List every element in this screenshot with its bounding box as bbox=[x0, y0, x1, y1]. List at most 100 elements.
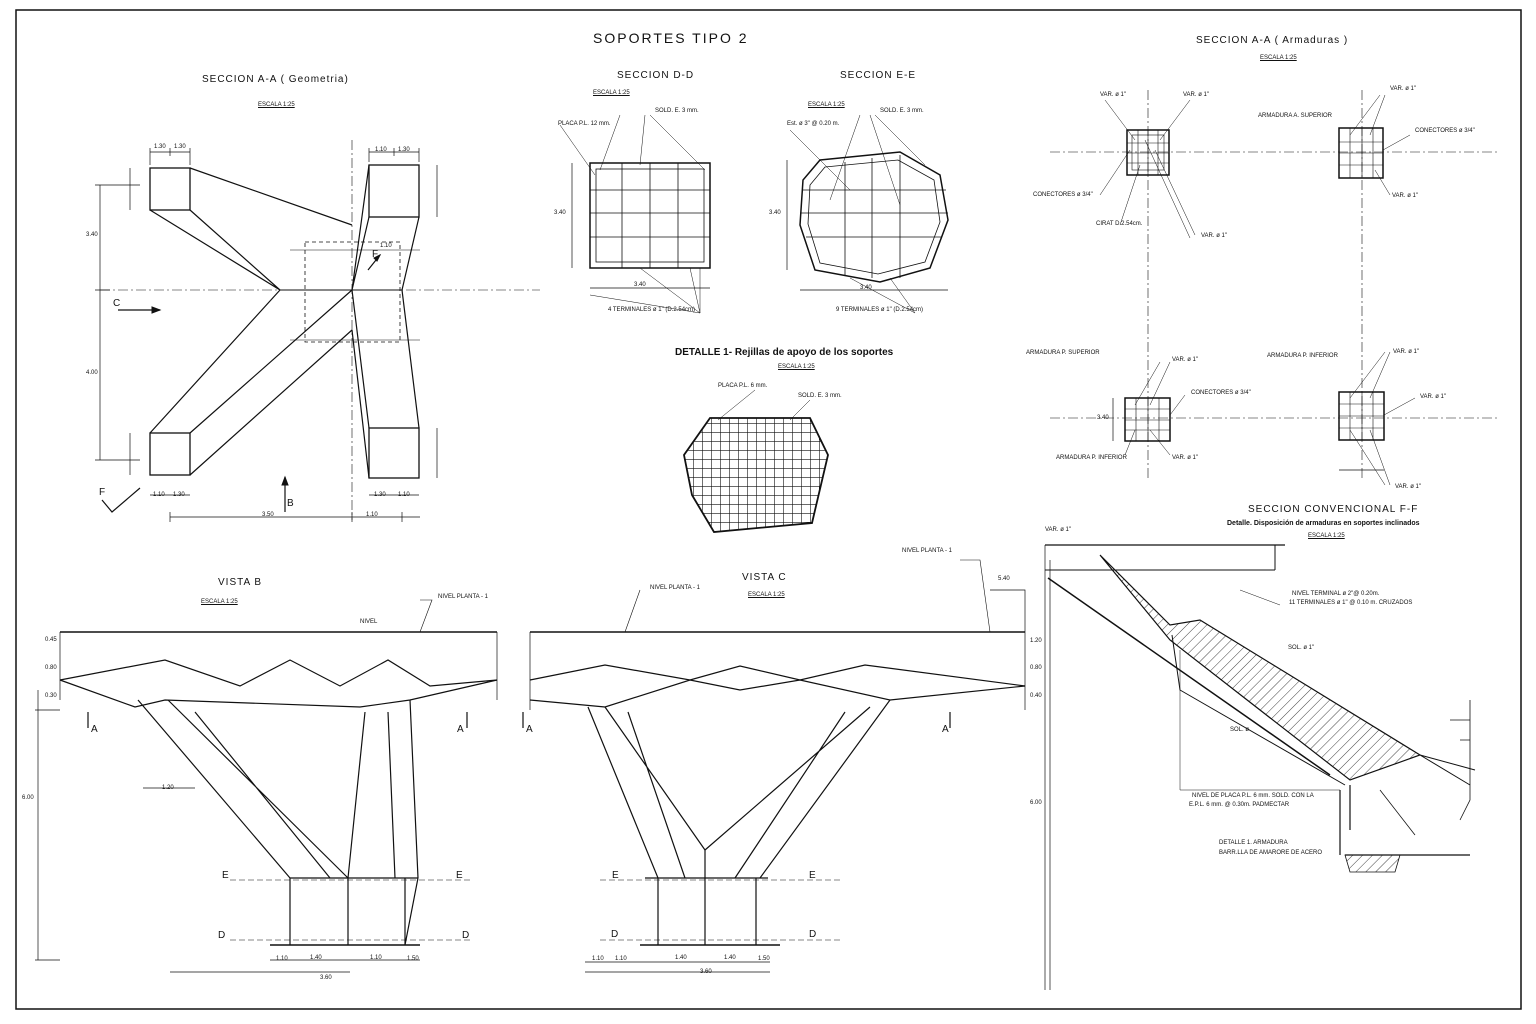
view-seccion-aa-geometria bbox=[95, 140, 540, 522]
dim-label: 1.40 bbox=[724, 955, 736, 961]
sheet-title: SOPORTES TIPO 2 bbox=[593, 30, 749, 46]
dim-label: 3.60 bbox=[320, 975, 332, 981]
dim-label: 1.10 bbox=[592, 956, 604, 962]
section-marker-a: A bbox=[457, 724, 464, 735]
label-armadura: ARMADURA A. SUPERIOR bbox=[1258, 113, 1333, 119]
section-marker-d: D bbox=[611, 929, 619, 940]
vista-b-scale: ESCALA 1:25 bbox=[201, 599, 238, 605]
dim-label: 1.10 bbox=[375, 147, 387, 153]
label-armadura: ARMADURA P. SUPERIOR bbox=[1026, 350, 1100, 356]
section-arrow-f: F bbox=[99, 487, 106, 498]
detalle1-scale: ESCALA 1:25 bbox=[778, 364, 815, 370]
vista-c-title: VISTA C bbox=[742, 572, 787, 583]
vista-c-scale: ESCALA 1:25 bbox=[748, 592, 785, 598]
dim-label: 1.10 bbox=[380, 243, 392, 249]
view-vista-b bbox=[35, 599, 498, 973]
label-nivel-placa: NIVEL DE PLACA P.L. 6 mm. SOLD. CON LA bbox=[1192, 793, 1314, 799]
dim-label: 3.50 bbox=[262, 512, 274, 518]
dim-label: 6.00 bbox=[22, 795, 34, 801]
section-marker-a: A bbox=[91, 724, 98, 735]
sec-aa-geo-title: SECCION A-A ( Geometria) bbox=[202, 74, 349, 85]
label-var: VAR. ø 1" bbox=[1201, 233, 1228, 239]
sec-ee-scale: ESCALA 1:25 bbox=[808, 102, 845, 108]
label-var: VAR. ø 1" bbox=[1183, 92, 1210, 98]
label-armadura: ARMADURA P. INFERIOR bbox=[1267, 353, 1338, 359]
dim-label: 1.30 bbox=[173, 492, 185, 498]
label-cirat: CIRAT D.2.54cm. bbox=[1096, 221, 1143, 227]
dim-label: 0.80 bbox=[1030, 665, 1042, 671]
sheet-border bbox=[15, 9, 1522, 1010]
sec-aa-arm-title: SECCION A-A ( Armaduras ) bbox=[1196, 35, 1349, 46]
dim-label: 6.00 bbox=[1030, 800, 1042, 806]
dim-label: 1.10 bbox=[615, 956, 627, 962]
section-marker-d: D bbox=[218, 930, 226, 941]
label-sold: SOLD. E. 3 mm. bbox=[798, 393, 842, 399]
section-marker-e: E bbox=[456, 870, 463, 881]
label-nivel-planta: NIVEL PLANTA - 1 bbox=[438, 594, 489, 600]
dim-label: 1.10 bbox=[276, 956, 288, 962]
dim-label: 1.10 bbox=[366, 512, 378, 518]
label-sol: SOL. ø bbox=[1230, 727, 1250, 733]
label-placa: PLACA P.L. 6 mm. bbox=[718, 383, 768, 389]
label-var: VAR. ø 1" bbox=[1392, 193, 1419, 199]
dim-label: 1.30 bbox=[398, 147, 410, 153]
dim-label: 1.40 bbox=[675, 955, 687, 961]
view-seccion-aa-armaduras bbox=[1050, 90, 1500, 486]
dim-label: 1.30 bbox=[374, 492, 386, 498]
dim-label: 1.10 bbox=[398, 492, 410, 498]
dim-label: 1.50 bbox=[758, 956, 770, 962]
label-armadura: ARMADURA P. INFERIOR bbox=[1056, 455, 1127, 461]
label-conectores: CONECTORES ø 3/4" bbox=[1033, 192, 1093, 198]
dim-label: 0.30 bbox=[45, 693, 57, 699]
dim-label: 1.20 bbox=[1030, 638, 1042, 644]
label-sol: SOL. ø 1" bbox=[1288, 645, 1315, 651]
sec-aa-arm-scale: ESCALA 1:25 bbox=[1260, 55, 1297, 61]
label-var: VAR. ø 1" bbox=[1420, 394, 1447, 400]
section-marker-e: E bbox=[222, 870, 229, 881]
sec-ff-subtitle: Detalle. Disposición de armaduras en sop… bbox=[1227, 520, 1420, 527]
label-terminales: 4 TERMINALES ø 1" (D.2.54cm) bbox=[608, 307, 696, 313]
label-nivel: NIVEL bbox=[360, 619, 378, 625]
section-arrow-b: B bbox=[287, 498, 294, 509]
view-vista-c bbox=[522, 559, 1026, 973]
dim-label: 3.40 bbox=[1097, 415, 1109, 421]
label-sold: SOLD. E. 3 mm. bbox=[880, 108, 924, 114]
dim-label: 3.40 bbox=[860, 285, 872, 291]
dim-label: 5.40 bbox=[998, 576, 1010, 582]
section-marker-e: E bbox=[809, 870, 816, 881]
section-marker-a: A bbox=[942, 724, 949, 735]
dim-label: 0.40 bbox=[1030, 693, 1042, 699]
label-nivel-planta: NIVEL PLANTA - 1 bbox=[650, 585, 701, 591]
vista-b-title: VISTA B bbox=[218, 577, 263, 588]
label-var: VAR. ø 1" bbox=[1100, 92, 1127, 98]
label-placa: PLACA P.L. 12 mm. bbox=[558, 121, 611, 127]
view-seccion-dd bbox=[559, 114, 711, 314]
dim-label: 1.10 bbox=[370, 955, 382, 961]
label-var: VAR. ø 1" bbox=[1395, 484, 1422, 490]
section-marker-e: E bbox=[612, 870, 619, 881]
section-marker-d: D bbox=[462, 930, 470, 941]
dim-label: 3.40 bbox=[634, 282, 646, 288]
label-var: VAR. ø 1" bbox=[1172, 357, 1199, 363]
sec-dd-title: SECCION D-D bbox=[617, 70, 695, 81]
dim-label: 1.50 bbox=[407, 956, 419, 962]
dim-label: 1.30 bbox=[174, 144, 186, 150]
section-marker-d: D bbox=[809, 929, 817, 940]
dim-label: 1.20 bbox=[162, 785, 174, 791]
sec-ff-title: SECCION CONVENCIONAL F-F bbox=[1248, 504, 1419, 515]
sec-ee-title: SECCION E-E bbox=[840, 70, 917, 81]
section-marker-a: A bbox=[526, 724, 533, 735]
label-nivel-placa-2: E.P.L. 6 mm. @ 0.30m. PADMECTAR bbox=[1189, 802, 1290, 808]
label-var: VAR. ø 1" bbox=[1172, 455, 1199, 461]
section-arrow-f: F bbox=[372, 249, 379, 260]
label-nivel-planta: NIVEL PLANTA - 1 bbox=[902, 548, 953, 554]
label-var: VAR. ø 1" bbox=[1390, 86, 1417, 92]
sec-ff-scale: ESCALA 1:25 bbox=[1308, 533, 1345, 539]
dim-label: 4.00 bbox=[86, 370, 98, 376]
label-var: VAR. ø 1" bbox=[1045, 527, 1072, 533]
sec-dd-scale: ESCALA 1:25 bbox=[593, 90, 630, 96]
label-terminales: 9 TERMINALES ø 1" (D.2.54cm) bbox=[836, 307, 924, 313]
label-barilla: BARR.LLA DE AMARORE DE ACERO bbox=[1219, 850, 1323, 856]
